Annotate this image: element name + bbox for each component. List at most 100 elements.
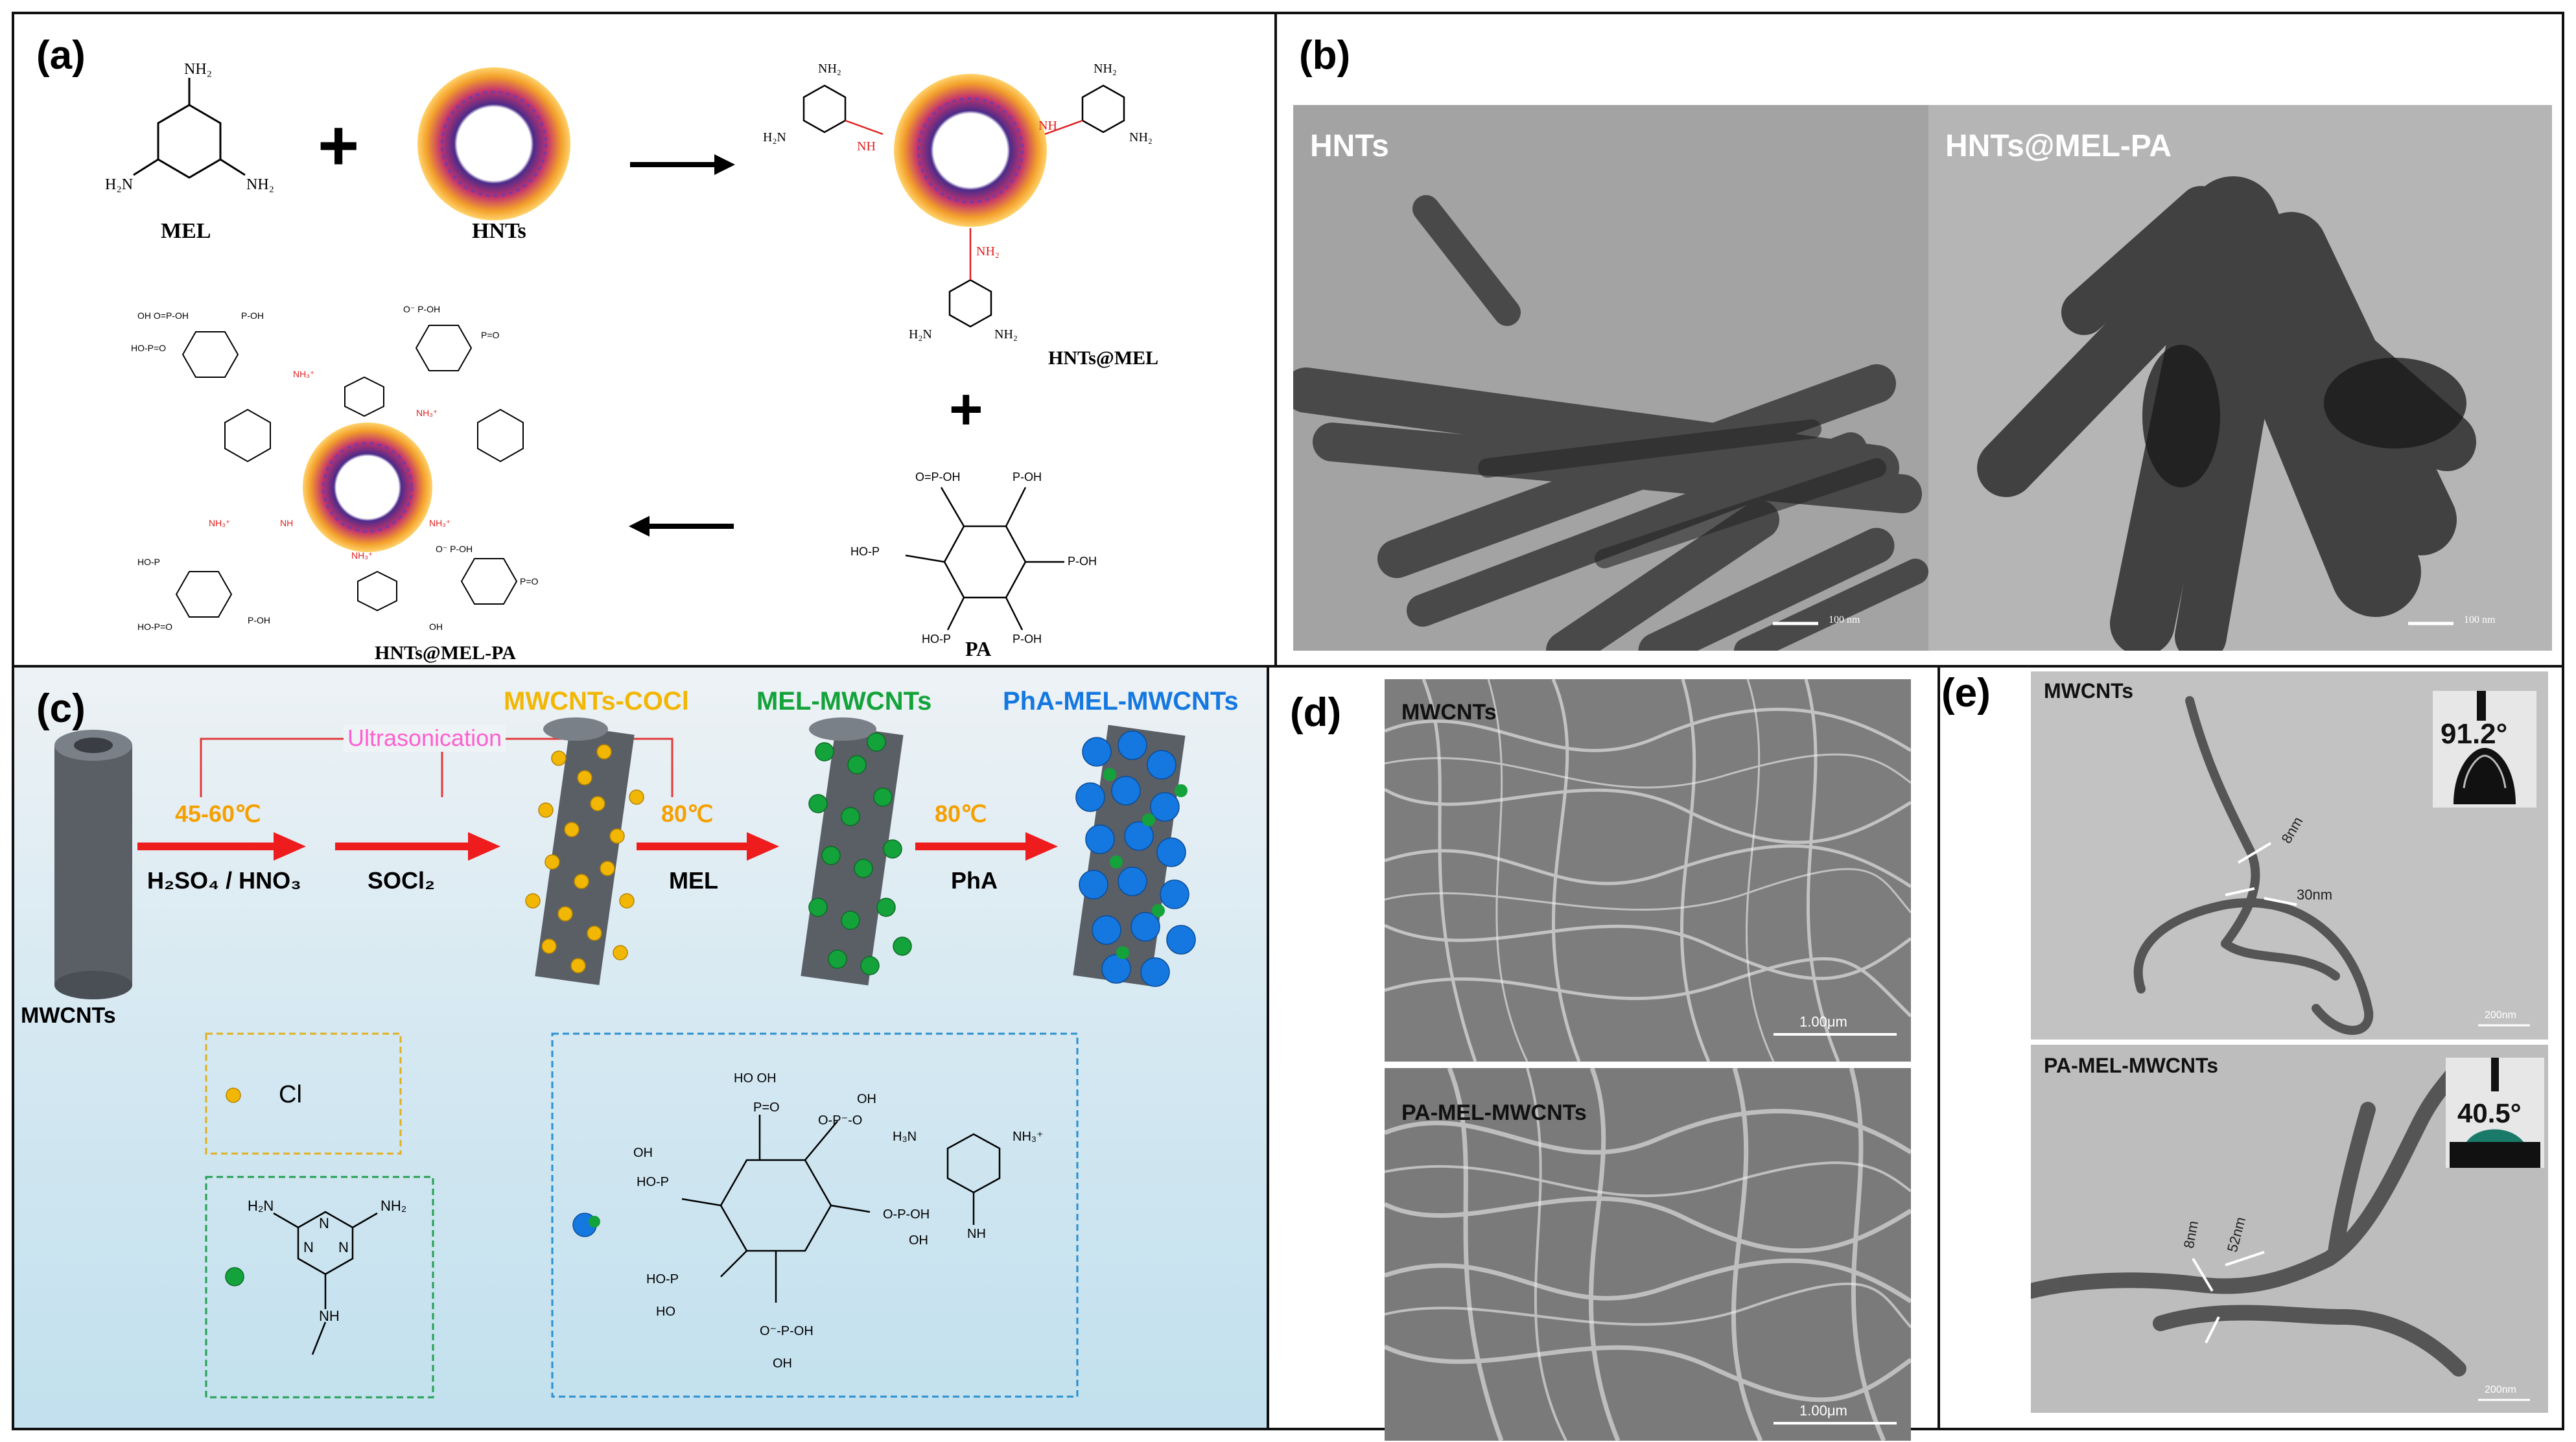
svg-text:HO: HO: [656, 1305, 675, 1319]
svg-text:OH: OH: [429, 622, 443, 632]
svg-text:NH₃⁺: NH₃⁺: [416, 408, 438, 418]
tem-label-hnts: HNTs: [1310, 129, 1389, 163]
svg-text:NH₂: NH₂: [1094, 62, 1117, 76]
svg-text:NH₂: NH₂: [1129, 130, 1153, 145]
svg-text:OH O=P-OH: OH O=P-OH: [137, 310, 189, 321]
panel-label-a: (a): [36, 33, 86, 78]
svg-text:H₂N: H₂N: [763, 130, 786, 145]
svg-text:O⁻-P-OH: O⁻-P-OH: [760, 1324, 814, 1338]
svg-text:O⁻ P-OH: O⁻ P-OH: [403, 304, 440, 314]
sem-image-pa-mel-mwcnts: PA-MEL-MWCNTs 1.00μm: [1385, 1068, 1911, 1441]
contact-angle-top: 91.2°: [2441, 718, 2508, 750]
arrow-1: [137, 832, 306, 861]
mel-label: MEL: [161, 219, 211, 243]
scale-bar-label-b-right: 100 nm: [2464, 614, 2496, 625]
svg-text:P=O: P=O: [481, 330, 500, 340]
tem-image-e-pa-mel-mwcnts: PA-MEL-MWCNTs 40.5° 8nm 52nm 200nm: [2031, 1045, 2548, 1413]
mel-molecule: [133, 78, 246, 179]
svg-text:NH₂: NH₂: [994, 327, 1018, 342]
svg-text:H₂N: H₂N: [909, 327, 932, 342]
c-reagent2: SOCl₂: [368, 867, 436, 894]
tem-image-hnts: HNTs 100 nm: [1293, 105, 1928, 651]
c-reagent3: MEL: [669, 867, 718, 894]
pha-legend-molecule: [681, 1115, 1001, 1303]
c-product1: MWCNTs-COCl: [504, 687, 689, 715]
svg-text:P=O: P=O: [520, 576, 539, 587]
svg-text:OH: OH: [633, 1146, 653, 1160]
hnts-mel-pa-label: HNTs@MEL-PA: [375, 642, 516, 664]
tube-cocl: [535, 717, 635, 986]
arrow-3: [637, 832, 779, 861]
svg-text:HO-P: HO-P: [137, 557, 160, 567]
c-reagent1: H₂SO₄ / HNO₃: [147, 867, 301, 894]
hnts-mel-particle: [894, 74, 1047, 227]
sem-label-pa-mel-mwcnts: PA-MEL-MWCNTs: [1401, 1100, 1587, 1125]
panel-a-scheme: NH₂ NH₂ H₂N MEL + HNTs NH: [105, 61, 1158, 664]
dim-label-e-top-2: 30nm: [2297, 887, 2333, 903]
panel-b: (b) HNTs 100 nm: [1277, 12, 2564, 668]
sem-image-mwcnts: MWCNTs 1.00μm: [1385, 679, 1911, 1062]
legend-box-mel: [205, 1176, 434, 1399]
hnts-mel-label: HNTs@MEL: [1048, 347, 1158, 369]
arrow-2: [335, 832, 500, 861]
svg-text:NH₂: NH₂: [976, 244, 1000, 259]
svg-text:H₂N: H₂N: [105, 176, 133, 193]
tem-image-e-mwcnts: MWCNTs 91.2° 8nm 30nm 200nm: [2031, 671, 2548, 1040]
svg-text:NH₃⁺: NH₃⁺: [351, 550, 373, 561]
pa-molecule: [905, 487, 1064, 631]
svg-text:NH₃⁺: NH₃⁺: [1013, 1130, 1044, 1144]
svg-text:OH: OH: [857, 1092, 876, 1106]
sem-label-mwcnts: MWCNTs: [1401, 700, 1497, 725]
svg-text:HO-P=O: HO-P=O: [137, 622, 172, 632]
svg-text:P-OH: P-OH: [248, 615, 270, 625]
svg-text:NH₂: NH₂: [381, 1198, 406, 1214]
legend-box-cl: [205, 1032, 402, 1155]
arrow-4: [915, 832, 1058, 861]
tem-label-e-mwcnts: MWCNTs: [2044, 679, 2134, 703]
svg-text:NH₃⁺: NH₃⁺: [209, 518, 230, 528]
svg-text:OH: OH: [909, 1233, 928, 1248]
svg-text:HO-P: HO-P: [922, 633, 951, 645]
legend-box-pha-mel: [551, 1032, 1079, 1398]
svg-text:HO-P: HO-P: [646, 1272, 679, 1286]
svg-text:NH: NH: [967, 1227, 986, 1241]
svg-text:NH₃⁺: NH₃⁺: [293, 369, 314, 379]
svg-text:NH₂: NH₂: [184, 61, 212, 78]
scale-bar-label-e-top: 200nm: [2485, 1010, 2516, 1021]
svg-text:HO OH: HO OH: [734, 1071, 777, 1086]
hnts-mel-pa-particle: [303, 423, 432, 552]
tem-label-e-pa-mel-mwcnts: PA-MEL-MWCNTs: [2044, 1054, 2218, 1077]
panel-label-c: (c): [36, 686, 86, 731]
svg-text:N: N: [319, 1215, 329, 1231]
svg-text:O-P⁻-O: O-P⁻-O: [818, 1113, 862, 1128]
c-temp3: 80℃: [935, 800, 987, 827]
svg-text:NH: NH: [319, 1308, 340, 1324]
c-temp2: 80℃: [661, 800, 714, 827]
svg-text:P-OH: P-OH: [241, 310, 264, 321]
pa-label: PA: [965, 637, 991, 660]
hnts-label: HNTs: [472, 219, 526, 243]
svg-text:NH: NH: [280, 518, 293, 528]
c-start-label: MWCNTs: [21, 1003, 116, 1028]
mel-legend-molecule: [273, 1211, 378, 1355]
svg-text:NH: NH: [857, 139, 876, 154]
panel-label-e: (e): [1941, 671, 1991, 715]
panel-d: (d) MWCNTs 1.00μm: [1269, 668, 1940, 1441]
c-product2: MEL-MWCNTs: [756, 687, 932, 715]
svg-text:OH: OH: [773, 1356, 792, 1371]
mel-dots: [808, 732, 912, 975]
svg-text:N: N: [303, 1239, 314, 1255]
svg-text:NH₂: NH₂: [246, 176, 274, 193]
scale-bar-label-d-bottom: 1.00μm: [1799, 1402, 1847, 1419]
svg-text:N: N: [338, 1239, 349, 1255]
c-legend-cl: Cl: [279, 1081, 302, 1108]
panel-c: (c): [12, 668, 1269, 1430]
svg-text:O⁻ P-OH: O⁻ P-OH: [436, 544, 473, 554]
svg-text:H₃N: H₃N: [893, 1130, 917, 1144]
plus-icon-a1: +: [318, 106, 359, 185]
plus-icon-a2: +: [949, 377, 983, 442]
c-product3: PhA-MEL-MWCNTs: [1003, 687, 1239, 715]
scale-bar-label-d-top: 1.00μm: [1799, 1014, 1847, 1030]
svg-text:HO-P=O: HO-P=O: [131, 343, 166, 353]
